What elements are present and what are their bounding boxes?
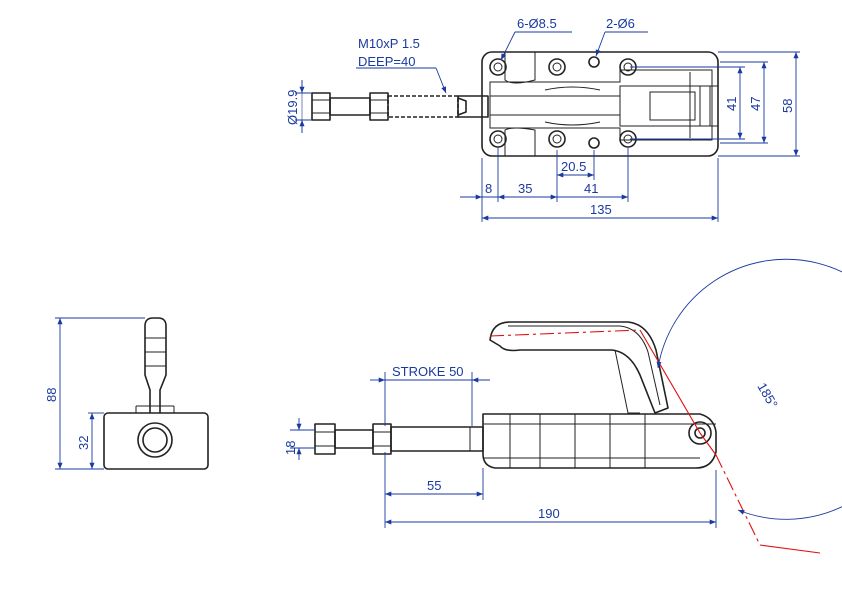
top-base-body [481, 51, 719, 157]
dim-18-label: 18 [283, 441, 298, 455]
dim-41-right-label: 41 [724, 97, 739, 111]
top-annotations: M10xP 1.5 DEEP=40 6-Ø8.5 2-Ø6 [356, 16, 648, 94]
front-dimensions: STROKE 50 18 55 190 [283, 364, 717, 528]
dim-right-stack: 41 47 58 [630, 51, 800, 157]
front-handle [489, 321, 669, 414]
dim-58-label: 58 [780, 99, 795, 113]
dim-35-label: 35 [518, 181, 532, 196]
dim-rod-diameter: Ø19.9 [285, 80, 312, 133]
small-holes-note: 2-Ø6 [606, 16, 635, 31]
side-view: 88 32 [44, 317, 209, 470]
front-plunger [314, 423, 484, 455]
deep-note: DEEP=40 [358, 54, 415, 69]
dim-135-label: 135 [590, 202, 612, 217]
dim-8-label: 8 [485, 181, 492, 196]
dim-20-5-label: 20.5 [561, 159, 586, 174]
dim-190-label: 190 [538, 506, 560, 521]
dim-41-bottom-label: 41 [584, 181, 598, 196]
top-plunger [311, 92, 489, 121]
dim-bottom-stack: 20.5 8 35 41 135 [460, 148, 719, 222]
top-view: M10xP 1.5 DEEP=40 6-Ø8.5 2-Ø6 Ø19.9 41 [285, 16, 800, 222]
front-view: 185° STROKE 50 18 55 190 [283, 258, 842, 554]
dim-47-label: 47 [748, 97, 763, 111]
front-body [482, 413, 717, 469]
dim-88-label: 88 [44, 388, 59, 402]
large-holes-note: 6-Ø8.5 [517, 16, 557, 31]
angle-label: 185° [754, 380, 780, 411]
thread-note: M10xP 1.5 [358, 36, 420, 51]
dim-55-label: 55 [427, 478, 441, 493]
dim-32-label: 32 [76, 436, 91, 450]
stroke-label: STROKE 50 [392, 364, 464, 379]
rod-diameter-label: Ø19.9 [285, 90, 300, 125]
top-mounting-holes [489, 56, 637, 149]
